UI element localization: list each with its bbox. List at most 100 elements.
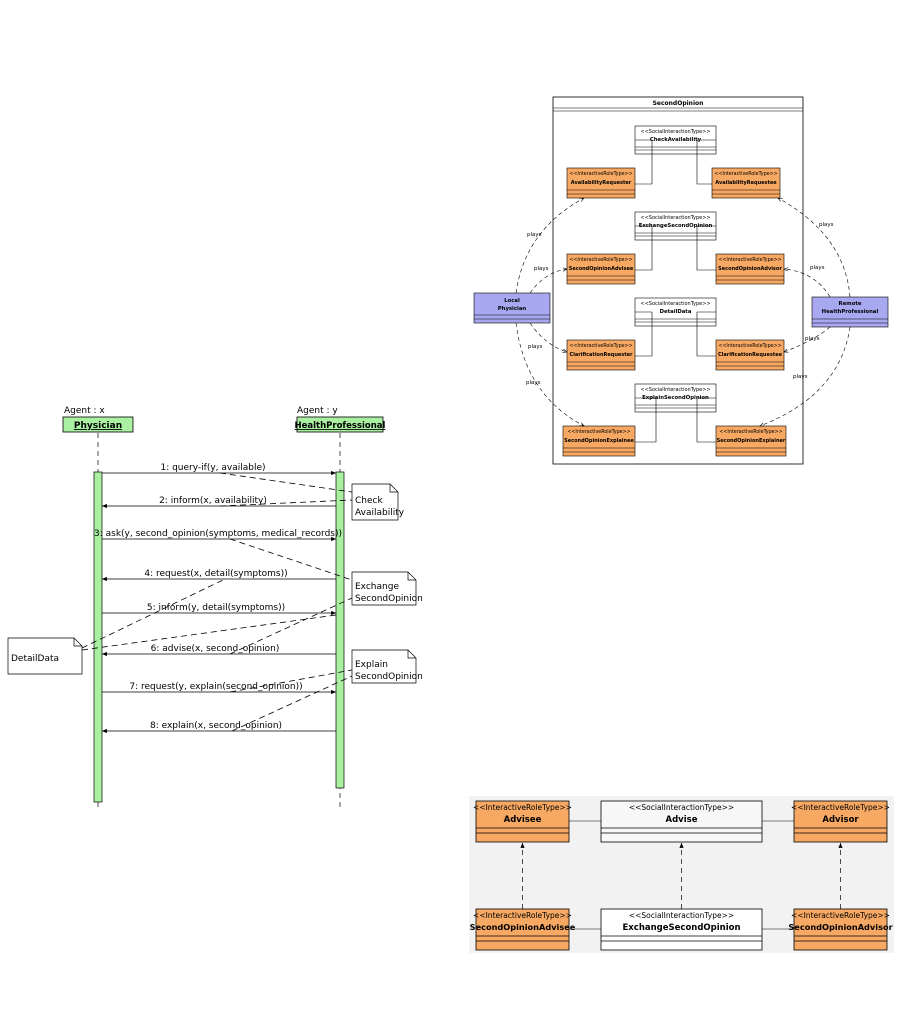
second-opinion-diagram: SecondOpinion <<SocialInteractionType>> … bbox=[473, 96, 889, 465]
role-label: SecondOpinionAdvisee bbox=[470, 922, 576, 932]
note-check-line1: Check bbox=[355, 496, 383, 506]
activation-right bbox=[335, 471, 345, 789]
role-label: Advisor bbox=[822, 815, 859, 825]
role-label: ClarificationRequestee bbox=[718, 352, 783, 358]
note-exchange-link-1 bbox=[229, 538, 353, 581]
stereotype-social: <<SocialInteractionType>> bbox=[629, 911, 734, 920]
stereotype-role: <<InteractiveRoleType>> bbox=[791, 803, 890, 812]
physician-role-box bbox=[62, 416, 134, 433]
note-check-fold bbox=[389, 484, 398, 493]
note-check-link-2 bbox=[219, 499, 353, 507]
role-label: AvailabilityRequester bbox=[571, 180, 632, 186]
role-second-opinion-advisee-box: <<InteractiveRoleType>> SecondOpinionAdv… bbox=[470, 908, 576, 951]
agent-left-label: Agent : x bbox=[64, 406, 105, 416]
role-label: SecondOpinionExplainer bbox=[717, 438, 786, 444]
stereotype-role: <<InteractiveRoleType>> bbox=[569, 171, 632, 177]
role-label: Advisee bbox=[504, 815, 542, 825]
note-exchange-second-opinion bbox=[351, 571, 417, 606]
note-check-line2: Availability bbox=[355, 508, 405, 518]
role-availability-requestee: <<InteractiveRoleType>> AvailabilityRequ… bbox=[711, 167, 781, 199]
message-7-label: 7: request(y, explain(second_opinion)) bbox=[129, 682, 302, 692]
note-detail-fold bbox=[73, 638, 82, 647]
agent-label-line1: Local bbox=[504, 298, 520, 304]
interaction-exchange-second-opinion-box: <<SocialInteractionType>> ExchangeSecond… bbox=[600, 908, 763, 951]
note-exchange-link-2 bbox=[229, 597, 353, 655]
agent-label-line2: HealthProfessional bbox=[822, 309, 879, 315]
message-6-label: 6: advise(x, second_opinion) bbox=[151, 644, 280, 654]
stereotype-role: <<InteractiveRoleType>> bbox=[718, 343, 781, 349]
interaction-label: DetailData bbox=[660, 309, 692, 315]
stereotype-role: <<InteractiveRoleType>> bbox=[567, 429, 630, 435]
role-second-opinion-advisee: <<InteractiveRoleType>> SecondOpinionAdv… bbox=[566, 253, 636, 285]
note-explain-line1: Explain bbox=[355, 660, 388, 670]
note-check-link-1 bbox=[219, 472, 353, 493]
role-second-opinion-explainee: <<InteractiveRoleType>> SecondOpinionExp… bbox=[562, 425, 636, 457]
role-second-opinion-advisor: <<InteractiveRoleType>> SecondOpinionAdv… bbox=[715, 253, 785, 285]
message-1-label: 1: query-if(y, available) bbox=[160, 463, 265, 473]
role-label: SecondOpinionAdvisor bbox=[788, 922, 893, 932]
stereotype-role: <<InteractiveRoleType>> bbox=[569, 257, 632, 263]
role-interaction-links bbox=[635, 139, 716, 443]
interaction-label: ExplainSecondOpinion bbox=[642, 395, 709, 401]
stereotype-role: <<InteractiveRoleType>> bbox=[719, 429, 782, 435]
role-second-opinion-explainer: <<InteractiveRoleType>> SecondOpinionExp… bbox=[715, 425, 787, 457]
stereotype-social: <<SocialInteractionType>> bbox=[640, 387, 710, 393]
role-clarification-requester: <<InteractiveRoleType>> ClarificationReq… bbox=[566, 339, 636, 371]
role-second-opinion-advisor-box: <<InteractiveRoleType>> SecondOpinionAdv… bbox=[788, 908, 894, 951]
plays-label: plays bbox=[805, 336, 820, 342]
role-label: AvailabilityRequestee bbox=[715, 180, 777, 186]
stereotype-social: <<SocialInteractionType>> bbox=[640, 301, 710, 307]
agent-right-label: Agent : y bbox=[297, 406, 338, 416]
role-label: SecondOpinionAdvisor bbox=[718, 266, 782, 272]
note-check-availability bbox=[351, 483, 399, 521]
note-exchange-line1: Exchange bbox=[355, 582, 399, 592]
stereotype-social: <<SocialInteractionType>> bbox=[629, 803, 734, 812]
message-5-label: 5: inform(y, detail(symptoms)) bbox=[147, 603, 285, 613]
activation-left bbox=[93, 471, 103, 803]
interaction-advise: <<SocialInteractionType>> Advise bbox=[600, 800, 763, 843]
note-explain-fold bbox=[407, 650, 416, 659]
stereotype-social: <<SocialInteractionType>> bbox=[640, 215, 710, 221]
role-availability-requester: <<InteractiveRoleType>> AvailabilityRequ… bbox=[566, 167, 636, 199]
note-detail-link-2 bbox=[81, 614, 337, 651]
role-advisor: <<InteractiveRoleType>> Advisor bbox=[791, 800, 890, 843]
note-exchange-line2: SecondOpinion bbox=[355, 594, 423, 604]
plays-label: plays bbox=[793, 374, 808, 380]
generalization-links bbox=[520, 843, 843, 909]
stereotype-role: <<InteractiveRoleType>> bbox=[473, 911, 572, 920]
message-4-label: 4: request(x, detail(symptoms)) bbox=[144, 569, 287, 579]
stereotype-role: <<InteractiveRoleType>> bbox=[569, 343, 632, 349]
role-label: ClarificationRequester bbox=[569, 352, 633, 358]
sequence-diagram: Agent : x Agent : y Physician HealthProf… bbox=[7, 406, 423, 810]
plays-label: plays bbox=[528, 344, 543, 350]
message-3-label: 3: ask(y, second_opinion(symptoms, medic… bbox=[94, 529, 342, 539]
note-explain-line2: SecondOpinion bbox=[355, 672, 423, 682]
plays-links bbox=[515, 198, 851, 426]
note-detail-data bbox=[7, 637, 83, 675]
interaction-label: Advise bbox=[666, 815, 698, 825]
second-opinion-title: SecondOpinion bbox=[653, 100, 704, 107]
stereotype-social: <<SocialInteractionType>> bbox=[640, 129, 710, 135]
message-8-label: 8: explain(x, second_opinion) bbox=[150, 721, 282, 731]
note-detail-line1: DetailData bbox=[11, 654, 59, 664]
message-2-label: 2: inform(x, availability) bbox=[159, 496, 267, 506]
advise-diagram: <<InteractiveRoleType>> Advisee <<Social… bbox=[469, 796, 894, 953]
agent-label-line2: Physician bbox=[498, 306, 527, 312]
interaction-label: CheckAvailability bbox=[650, 137, 702, 143]
role-advisee: <<InteractiveRoleType>> Advisee bbox=[473, 800, 572, 843]
healthprofessional-role-box bbox=[296, 416, 384, 433]
stereotype-role: <<InteractiveRoleType>> bbox=[714, 171, 777, 177]
agent-remote-health-professional: Remote HealthProfessional bbox=[811, 296, 889, 328]
interaction-label: ExchangeSecondOpinion bbox=[639, 223, 713, 229]
note-explain-second-opinion bbox=[351, 649, 417, 684]
plays-label: plays bbox=[526, 380, 541, 386]
plays-label: plays bbox=[819, 222, 834, 228]
note-explain-link-2 bbox=[231, 675, 353, 732]
role-label: SecondOpinionExplainee bbox=[564, 438, 634, 444]
role-clarification-requestee: <<InteractiveRoleType>> ClarificationReq… bbox=[715, 339, 785, 371]
interaction-label: ExchangeSecondOpinion bbox=[623, 923, 741, 933]
agent-local-physician: Local Physician bbox=[473, 292, 551, 324]
stereotype-role: <<InteractiveRoleType>> bbox=[473, 803, 572, 812]
plays-label: plays bbox=[810, 265, 825, 271]
